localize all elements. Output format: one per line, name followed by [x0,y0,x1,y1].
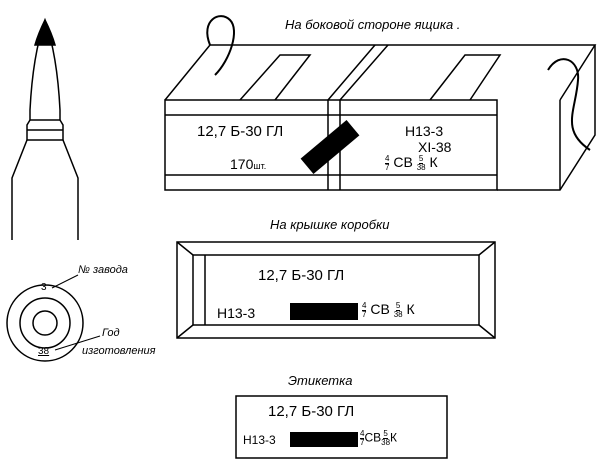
heading-label: Этикетка [288,373,353,388]
year-caption-1: Год [102,327,120,339]
primer-circles [6,274,101,362]
label-black-stripe [290,432,358,447]
cartridge-drawing [11,17,79,240]
heading-side: На боковой стороне ящика . [285,17,461,32]
label-caliber: 12,7 Б-30 ГЛ [268,403,355,420]
box-date: XI-38 [418,139,452,155]
year-value: 38 [38,346,50,357]
box-lot: Н13-3 [405,123,444,139]
year-caption-2: изготовления [82,345,156,357]
lid-box [176,241,496,339]
box-caliber: 12,7 Б-30 ГЛ [197,123,284,140]
heading-lid: На крышке коробки [270,217,390,232]
lid-black-stripe [290,303,358,320]
lid-lot: Н13-3 [217,305,256,321]
box-count: 170 [230,156,254,172]
label-frame [235,395,448,459]
box-count-unit: шт. [253,161,267,171]
label-lot: Н13-3 [243,433,276,447]
factory-number-caption: № завода [78,264,128,276]
lid-caliber: 12,7 Б-30 ГЛ [258,267,345,284]
factory-number-value: 3 [41,282,47,293]
